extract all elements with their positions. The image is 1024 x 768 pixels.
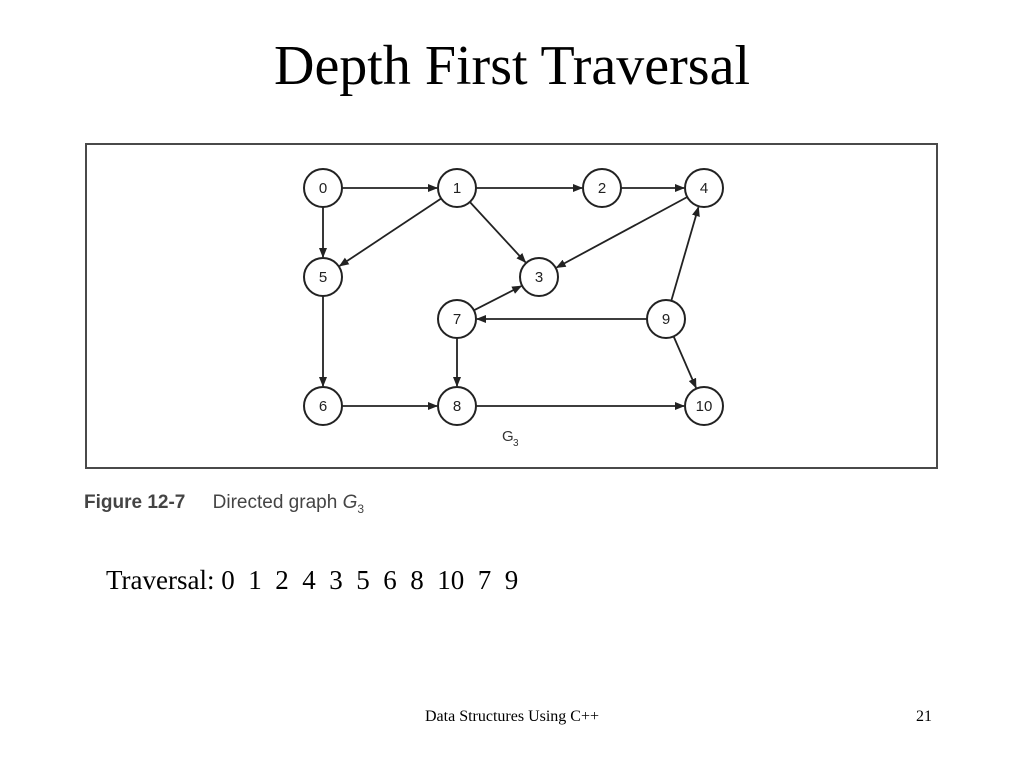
node-label: 2 xyxy=(598,180,606,197)
graph-node-8: 8 xyxy=(437,386,477,426)
graph-label-subscript: 3 xyxy=(513,438,519,449)
caption-graph-subscript: 3 xyxy=(357,501,365,516)
node-circle xyxy=(519,257,559,297)
graph-node-1: 1 xyxy=(437,168,477,208)
footer-page-number: 21 xyxy=(916,708,932,725)
node-label: 3 xyxy=(535,269,543,286)
node-label: 6 xyxy=(319,398,327,415)
node-label: 4 xyxy=(700,180,708,197)
edge-1-to-3 xyxy=(469,201,527,264)
node-label: 1 xyxy=(453,180,461,197)
graph-node-4: 4 xyxy=(684,168,724,208)
edges-layer xyxy=(319,184,700,410)
graph-node-3: 3 xyxy=(519,257,559,297)
graph-node-0: 0 xyxy=(303,168,343,208)
node-circle xyxy=(437,299,477,339)
slide-title: Depth First Traversal xyxy=(274,35,750,97)
graph-node-6: 6 xyxy=(303,386,343,426)
node-circle xyxy=(303,386,343,426)
figure-frame: 0 1 2 3 4 5 6 7 8 9 10 G 3 xyxy=(85,143,938,469)
graph-node-2: 2 xyxy=(582,168,622,208)
edge-7-to-3 xyxy=(473,285,523,312)
traversal-label: Traversal: xyxy=(106,565,215,595)
directed-graph: 0 1 2 3 4 5 6 7 8 9 10 G 3 xyxy=(303,168,724,449)
graph-node-5: 5 xyxy=(303,257,343,297)
node-circle xyxy=(646,299,686,339)
node-circle xyxy=(437,168,477,208)
node-circle xyxy=(437,386,477,426)
node-circle xyxy=(582,168,622,208)
footer-course-title: Data Structures Using C++ xyxy=(424,708,600,725)
figure-caption: Figure 12-7 Directed graph G3 xyxy=(84,492,364,516)
caption-number: Figure 12-7 xyxy=(84,492,186,513)
edge-9-to-10 xyxy=(672,336,697,389)
node-label: 10 xyxy=(696,398,713,415)
node-circle xyxy=(303,168,343,208)
traversal-line: Traversal: 0 1 2 4 3 5 6 8 10 7 9 xyxy=(106,565,518,596)
caption-prefix: Directed graph xyxy=(212,492,343,513)
graph-label: G xyxy=(502,428,514,445)
edge-9-to-4 xyxy=(670,206,700,302)
edge-1-to-5 xyxy=(338,197,442,267)
caption-text: Directed graph G3 xyxy=(212,492,365,516)
graph-node-9: 9 xyxy=(646,299,686,339)
node-label: 0 xyxy=(319,180,327,197)
traversal-sequence: 0 1 2 4 3 5 6 8 10 7 9 xyxy=(221,565,519,595)
nodes-layer: 0 1 2 3 4 5 6 7 8 9 10 xyxy=(303,168,724,426)
node-circle xyxy=(684,386,724,426)
caption-graph-name: G xyxy=(342,492,358,513)
node-circle xyxy=(684,168,724,208)
graph-node-10: 10 xyxy=(684,386,724,426)
node-label: 5 xyxy=(319,269,327,286)
graph-node-7: 7 xyxy=(437,299,477,339)
node-circle xyxy=(303,257,343,297)
edge-4-to-3 xyxy=(555,196,688,269)
node-label: 8 xyxy=(453,398,461,415)
node-label: 9 xyxy=(662,311,670,328)
node-label: 7 xyxy=(453,311,461,328)
